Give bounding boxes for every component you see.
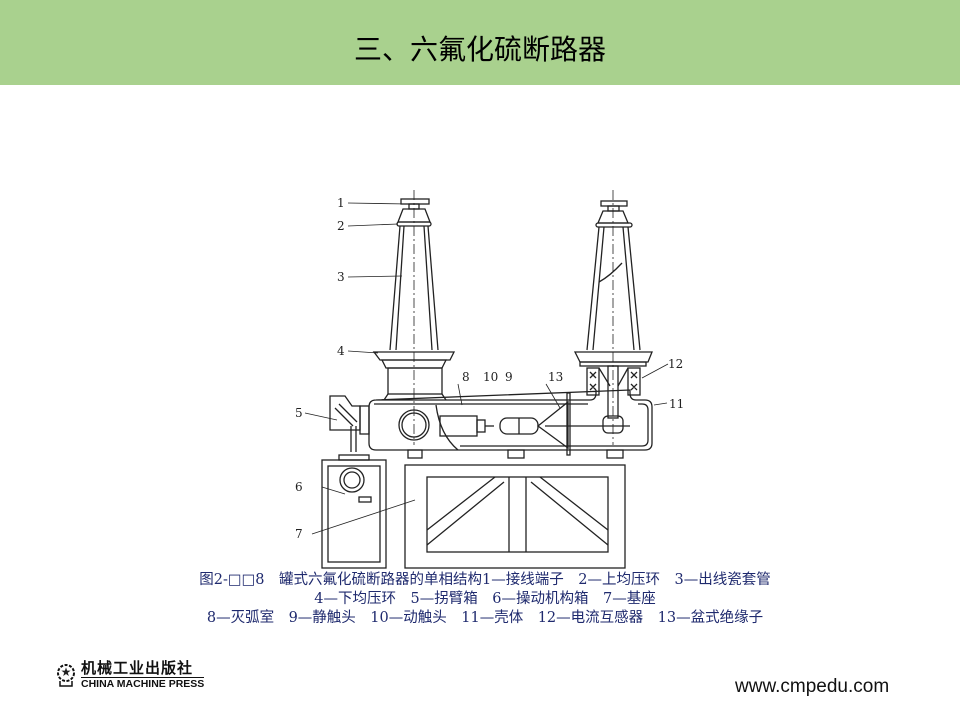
leader-lines: [304, 202, 669, 535]
svg-text:★: ★: [61, 665, 72, 679]
base-frame: [404, 464, 626, 569]
label-2: 2: [337, 219, 345, 233]
label-6: 6: [295, 480, 303, 494]
caption-line-1: 图2-□□8 罐式六氟化硫断路器的单相结构1—接线端子 2—上均压环 3—出线瓷…: [199, 572, 771, 588]
right-bushing: [573, 190, 653, 445]
gear-star-icon: ★: [57, 664, 75, 687]
crank-box: [329, 395, 370, 452]
logo-chinese: 机械工业出版社: [81, 660, 205, 678]
logo-english: CHINA MACHINE PRESS: [81, 678, 205, 690]
slide-title: 三、六氟化硫断路器: [353, 33, 606, 66]
label-8: 8: [462, 370, 470, 384]
circuit-breaker-diagram: 1 2 3 4 5 6 7 8 9 10 11 12 13: [295, 190, 684, 569]
label-12: 12: [668, 357, 683, 371]
label-10: 10: [483, 370, 498, 384]
left-bushing: [372, 190, 456, 445]
operating-mechanism-box: [321, 454, 387, 569]
label-9: 9: [505, 370, 513, 384]
label-1: 1: [337, 196, 345, 210]
publisher-logo: ★ 机械工业出版社 CHINA MACHINE PRESS: [55, 660, 205, 690]
label-7: 7: [295, 527, 303, 541]
label-3: 3: [337, 270, 345, 284]
tank-shell: [368, 389, 653, 459]
label-5: 5: [295, 406, 303, 420]
caption-line-3: 8—灭弧室 9—静触头 10—动触头 11—壳体 12—电流互感器 13—盆式绝…: [206, 610, 764, 626]
label-4: 4: [337, 344, 345, 358]
label-13: 13: [548, 370, 563, 384]
title-bar: [0, 0, 960, 85]
website-url: www.cmpedu.com: [735, 676, 890, 697]
caption-line-2: 4—下均压环 5—拐臂箱 6—操动机构箱 7—基座: [314, 591, 656, 607]
label-11: 11: [669, 397, 684, 411]
part-labels: 1 2 3 4 5 6 7 8 9 10 11 12 13: [295, 196, 684, 541]
